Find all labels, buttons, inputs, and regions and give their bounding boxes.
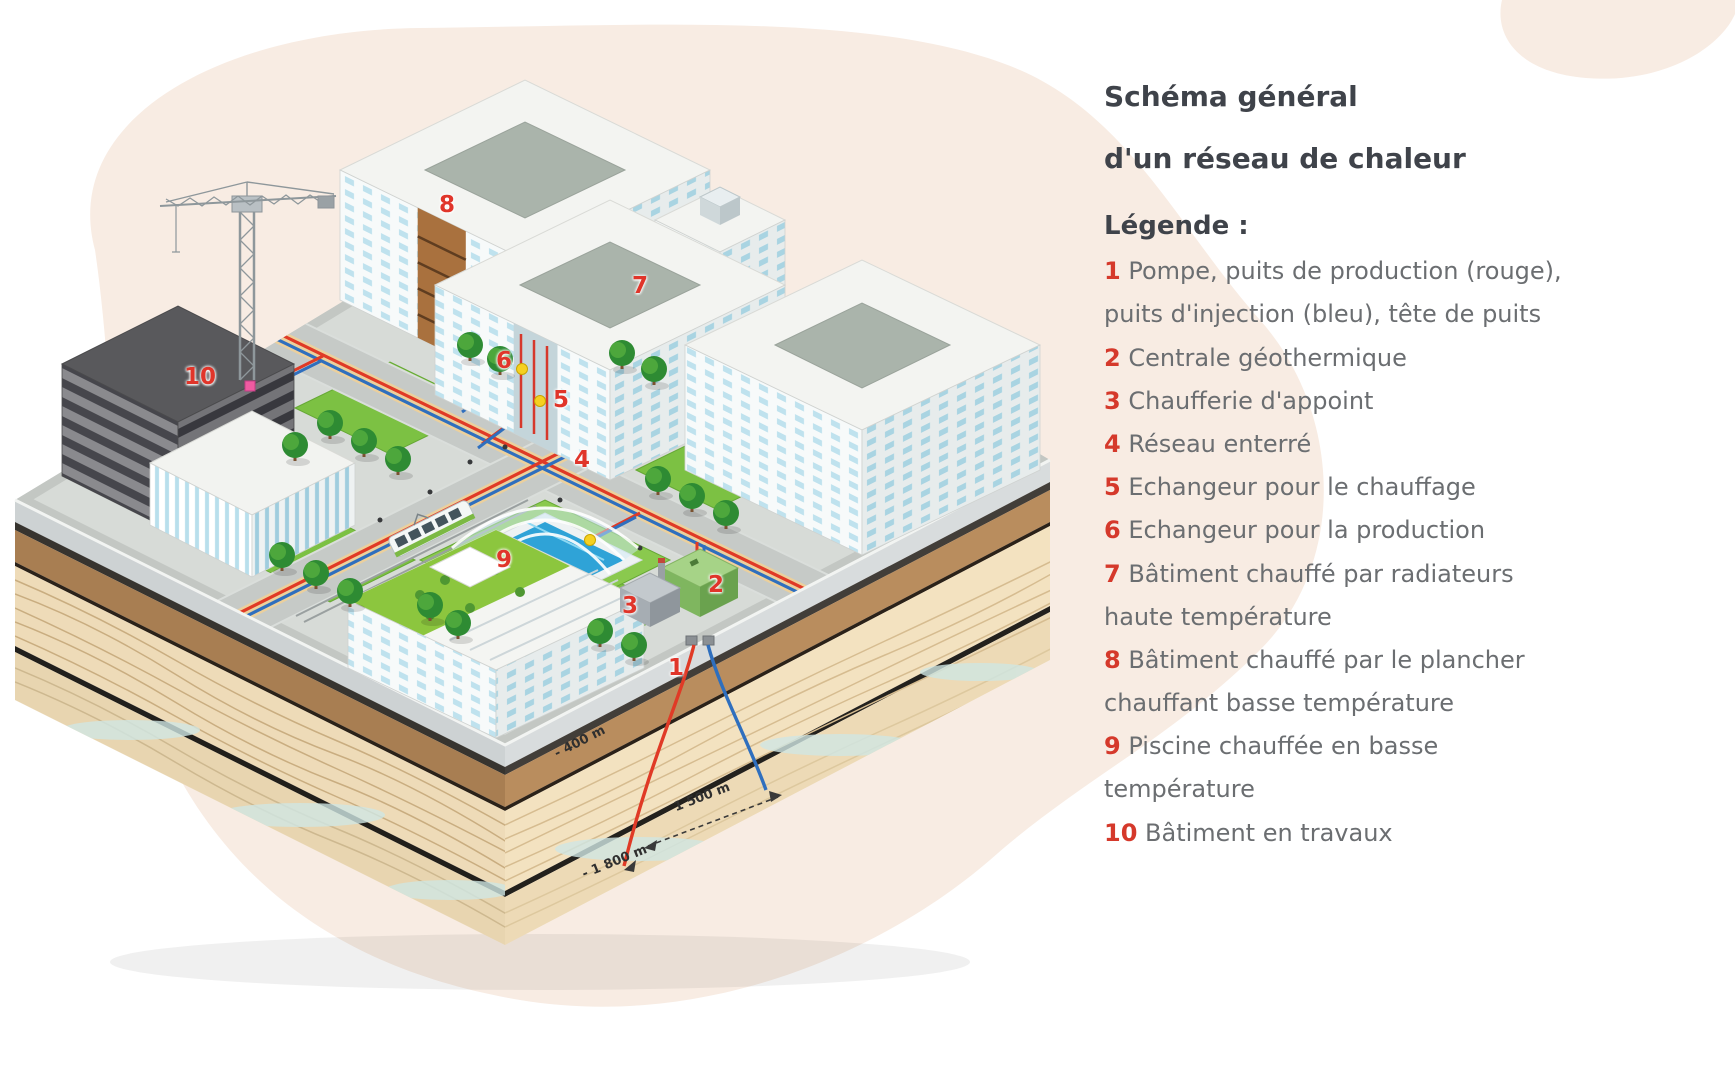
tram <box>388 500 476 558</box>
rooftop-unit <box>698 186 742 225</box>
legend-item-text: Centrale géothermique <box>1128 343 1407 372</box>
legend-item-number: 9 <box>1104 732 1121 761</box>
legend-item-number: 3 <box>1104 386 1121 415</box>
legend-item: 1 Pompe, puits de production (rouge), pu… <box>1104 250 1578 336</box>
legend-item-text: Chaufferie d'appoint <box>1128 386 1374 415</box>
text-panel: Schéma général d'un réseau de chaleur Lé… <box>1104 66 1578 855</box>
figure-title-line2: d'un réseau de chaleur <box>1104 141 1466 175</box>
legend-item: 4 Réseau enterré <box>1104 423 1578 466</box>
injection-well-blue <box>706 644 768 791</box>
marker-7: 7 <box>631 273 649 299</box>
backup-boiler-3 <box>618 558 682 627</box>
legend-item-text: Réseau enterré <box>1128 429 1312 458</box>
legend-item: 2 Centrale géothermique <box>1104 337 1578 380</box>
legend-item-text: Pompe, puits de production (rouge), puit… <box>1104 257 1562 329</box>
wells <box>622 635 782 872</box>
marker-9: 9 <box>495 547 513 573</box>
ground-shadow <box>110 934 970 990</box>
geothermal-plant-2 <box>660 548 740 617</box>
marker-4: 4 <box>573 447 591 473</box>
legend-item: 5 Echangeur pour le chauffage <box>1104 466 1578 509</box>
legend-heading: Légende : <box>1104 211 1249 242</box>
legend-item-text: Piscine chauffée en basse température <box>1104 732 1439 804</box>
marker-8: 8 <box>438 192 456 218</box>
pool-canopy <box>452 507 638 560</box>
exchangers <box>244 363 596 546</box>
building-green-roof <box>346 529 646 739</box>
legend-item-number: 2 <box>1104 343 1121 372</box>
legend-item-text: Bâtiment en travaux <box>1145 818 1393 847</box>
connector-pink <box>244 380 256 392</box>
marker-6: 6 <box>495 348 513 374</box>
legend-item-number: 8 <box>1104 645 1121 674</box>
hot-pipe <box>240 313 872 623</box>
legend-item-text: Echangeur pour la production <box>1128 516 1486 545</box>
legend-item-number: 5 <box>1104 473 1121 502</box>
marker-3: 3 <box>621 593 639 619</box>
building-east-block <box>683 259 1042 556</box>
legend-item-number: 4 <box>1104 429 1121 458</box>
penthouse <box>428 546 512 588</box>
exchanger-heating-5 <box>534 395 546 407</box>
legend-item: 6 Echangeur pour la production <box>1104 509 1578 552</box>
legend-item: 10 Bâtiment en travaux <box>1104 812 1578 855</box>
marker-5: 5 <box>552 387 570 413</box>
legend-item-number: 7 <box>1104 559 1121 588</box>
legend-item-text: Echangeur pour le chauffage <box>1128 473 1476 502</box>
legend-item-number: 6 <box>1104 516 1121 545</box>
marker-2: 2 <box>707 572 725 598</box>
green-roof <box>348 530 570 636</box>
legend-item-text: Bâtiment chauffé par le plancher chauffa… <box>1104 645 1525 718</box>
legend-item: 8 Bâtiment chauffé par le plancher chauf… <box>1104 639 1578 725</box>
exchanger-production-6 <box>516 363 528 375</box>
production-well-red <box>622 644 696 867</box>
legend-item-number: 1 <box>1104 257 1121 286</box>
legend-item-text: Bâtiment chauffé par radiateurs haute te… <box>1104 559 1514 631</box>
legend-item: 3 Chaufferie d'appoint <box>1104 380 1578 423</box>
marker-10: 10 <box>183 364 217 390</box>
tower-crane <box>159 181 337 381</box>
curb-highlight <box>14 458 1051 747</box>
legend-item: 7 Bâtiment chauffé par radiateurs haute … <box>1104 553 1578 639</box>
figure-title-line1: Schéma général <box>1104 80 1358 113</box>
cold-pipe <box>238 319 870 629</box>
marker-1: 1 <box>667 655 685 681</box>
legend-item: 9 Piscine chauffée en basse température <box>1104 725 1578 811</box>
connector-pool <box>584 534 596 546</box>
soil-left-face <box>15 500 505 945</box>
legend-item-number: 10 <box>1104 818 1138 847</box>
legend-list: 1 Pompe, puits de production (rouge), pu… <box>1104 250 1578 855</box>
